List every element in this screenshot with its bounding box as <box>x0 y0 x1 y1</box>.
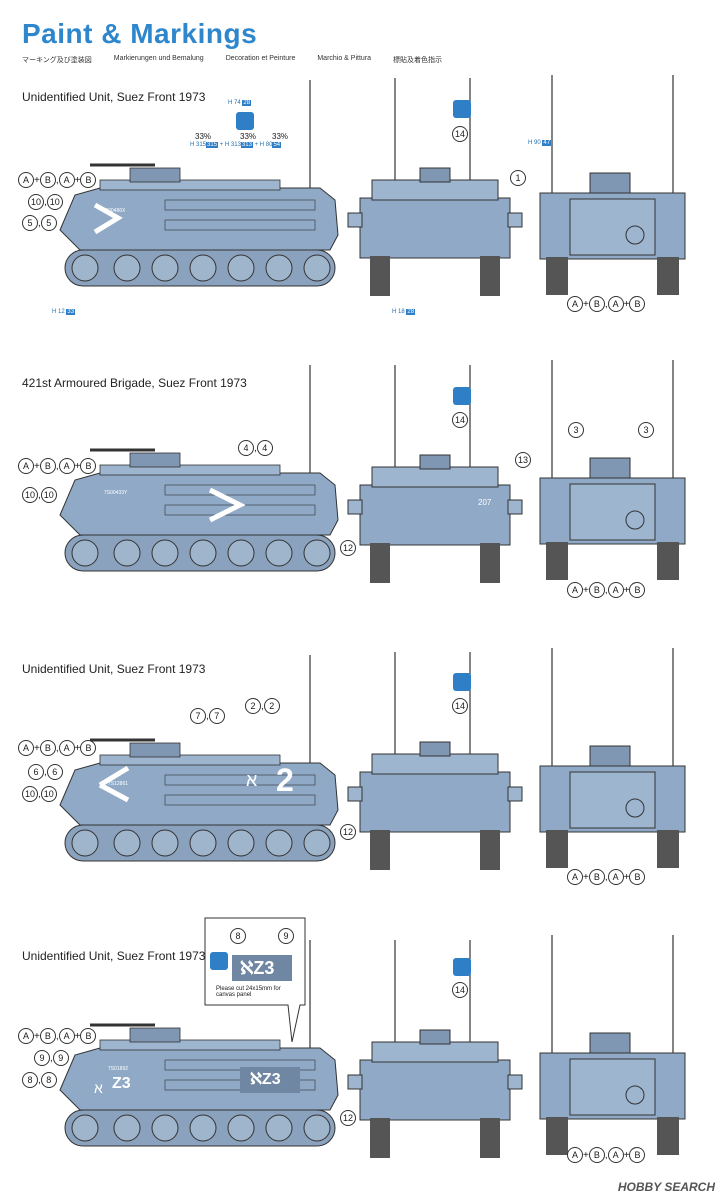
decal-ab-ab-1: A+B,A+B <box>18 172 97 188</box>
decal-3-left-s2: 3 <box>568 420 584 438</box>
section-1-title: Unidentified Unit, Suez Front 1973 <box>22 90 206 104</box>
plate-s3: 7S12861 <box>108 781 129 787</box>
plate-s4: 7S01892 <box>108 1066 129 1072</box>
decal-14-s4: 14 <box>452 980 468 998</box>
section-2-title: 421st Armoured Brigade, Suez Front 1973 <box>22 376 247 390</box>
decal-4-4-s2: 4,4 <box>238 440 273 456</box>
marking-nz3-side: ℵZ3 <box>250 1071 281 1088</box>
mix-pct-3: 33% <box>272 132 289 141</box>
decal-12-s4: 12 <box>340 1108 356 1126</box>
canvas-label: ℵZ3 <box>240 958 275 978</box>
decal-9-9-s4: 9,9 <box>34 1050 69 1066</box>
color-tag-h90: H 90 47 <box>528 140 552 146</box>
page-title: Paint & Markings <box>22 18 258 49</box>
decal-6-6-s3: 6,6 <box>28 764 63 780</box>
decal-1-s1: 1 <box>510 168 526 186</box>
decal-9-s4-note: 9 <box>278 926 294 944</box>
section-4-title: Unidentified Unit, Suez Front 1973 <box>22 949 206 963</box>
color-tag-h74: H 74 28 <box>228 100 252 106</box>
marking-z3-s4: Z3 <box>112 1075 131 1092</box>
decal-12-s2: 12 <box>340 538 356 556</box>
decal-ab-ab-s1-rear: A+B,A+B <box>567 296 646 312</box>
decal-ab-ab-3: A+B,A+B <box>18 740 97 756</box>
decal-12-s3: 12 <box>340 822 356 840</box>
section-3-title: Unidentified Unit, Suez Front 1973 <box>22 662 206 676</box>
hobby-search-logo: HOBBY SEARCH <box>617 1180 715 1194</box>
color-tag-h12: H 12 33 <box>52 309 76 315</box>
decal-8-s4-note: 8 <box>230 926 246 944</box>
plate-s2: 7S00433Y <box>104 490 128 496</box>
marking-207: 207 <box>478 498 492 507</box>
marking-2-s3: 2 <box>276 762 294 798</box>
decal-14-s2: 14 <box>452 410 468 428</box>
decal-ab-ab-2: A+B,A+B <box>18 458 97 474</box>
subtitle-row: マーキング及び塗装図 Markierungen und Bemalung Dec… <box>22 55 442 65</box>
decal-5-5-s1: 5,5 <box>22 215 57 231</box>
decal-13-s2: 13 <box>515 450 531 468</box>
color-tag-h18: H 18 28 <box>392 309 416 315</box>
decal-ab-ab-s4-rear: A+B,A+B <box>567 1147 646 1163</box>
decal-ab-ab-s2-rear: A+B,A+B <box>567 582 646 598</box>
decal-ab-ab-4: A+B,A+B <box>18 1028 97 1044</box>
mix-pct-2: 33% <box>240 132 257 141</box>
decal-10-10-s1: 10,10 <box>28 194 63 210</box>
color-mix-row: H 315315 + H 313313 + H 8054 <box>190 142 282 148</box>
marking-hebrew-s4: א <box>94 1080 103 1096</box>
mix-pct-1: 33% <box>195 132 212 141</box>
plate-s1: 7S00486X <box>102 208 126 214</box>
decal-2-2-s3: 2,2 <box>245 698 280 714</box>
decal-ab-ab-s3-rear: A+B,A+B <box>567 869 646 885</box>
paint-icon <box>236 112 254 130</box>
subtitle-it: Marchio & Pittura <box>317 55 372 62</box>
decal-7-7-s3: 7,7 <box>190 708 225 724</box>
decal-14-s1: 14 <box>452 124 468 142</box>
subtitle-cn: 標貼及着色指示 <box>393 57 443 64</box>
subtitle-de: Markierungen und Bemalung <box>113 55 204 62</box>
decal-8-8-s4: 8,8 <box>22 1072 57 1088</box>
decal-3-right-s2: 3 <box>638 420 654 438</box>
subtitle-fr: Decoration et Peinture <box>225 55 296 62</box>
decal-10-10-s2: 10,10 <box>22 487 57 503</box>
decal-14-s3: 14 <box>452 696 468 714</box>
decal-10-10-s3: 10,10 <box>22 786 57 802</box>
subtitle-jp: マーキング及び塗装図 <box>22 57 92 64</box>
marking-hebrew-s3: א <box>246 770 258 790</box>
